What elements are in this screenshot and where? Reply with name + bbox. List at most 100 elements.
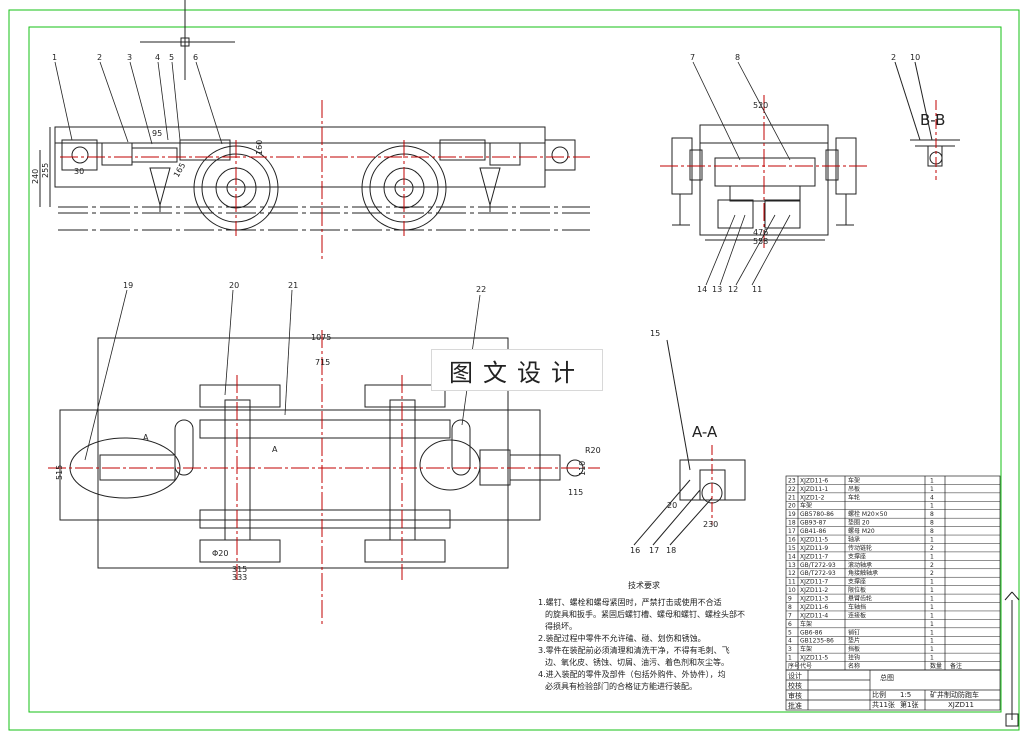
tech-line-1: 1.螺钉、螺栓和螺母紧固时，严禁打击或使用不合适 — [538, 597, 722, 607]
bom-cell: XJZD11-5 — [800, 655, 828, 662]
balloon-7: 7 — [690, 53, 695, 62]
balloon-4: 4 — [155, 53, 160, 62]
bom-cell: GB/T272-93 — [800, 570, 836, 577]
bom-cell: 车轴挡 — [848, 603, 866, 611]
bom-cell: XJZD11-4 — [800, 612, 828, 619]
bom-cell: 1 — [930, 621, 934, 628]
cursor-crosshair — [140, 0, 235, 80]
tech-line-7: 4.进入装配的零件及部件（包括外购件、外协件），均 — [538, 669, 726, 679]
tech-line-3: 得损坏。 — [545, 621, 577, 631]
balloon-11: 11 — [752, 285, 762, 294]
bom-cell: GB41-86 — [800, 528, 826, 535]
bom-cell: 轴承 — [848, 535, 860, 543]
bom-cell: 19 — [788, 511, 796, 518]
dim-160: 160 — [255, 140, 264, 155]
bom-cell: XJZD11-6 — [800, 604, 828, 611]
bom-cell: GB1235-86 — [800, 638, 834, 645]
tb-row-approve: 批准 — [788, 701, 802, 710]
dim-255: 255 — [41, 163, 50, 178]
dim-115: 115 — [568, 488, 583, 497]
bom-cell: 1 — [930, 638, 934, 645]
bom-cell: 悬臂齿轮 — [848, 595, 872, 603]
plan-dimensions: 1075 715 515 R20 110 115 Φ20 315 333 A A — [55, 333, 601, 582]
side-balloons — [692, 61, 791, 286]
bom-cell: 11 — [788, 579, 796, 586]
bom-cell: 20 — [788, 503, 796, 510]
bom-cell: 8 — [930, 511, 934, 518]
bom-cell: XJZD11-6 — [800, 477, 828, 484]
dim-240: 240 — [31, 169, 40, 184]
plan-balloon-labels: 19 20 21 22 — [123, 281, 486, 294]
bom-cell: 2 — [930, 562, 934, 569]
tb-title: 总图 — [880, 673, 894, 682]
plan-view-centerlines — [48, 330, 600, 625]
front-balloons — [54, 61, 223, 145]
tb-row-design: 设计 — [788, 671, 802, 680]
bom-cell: 车架 — [848, 476, 860, 484]
title-block — [785, 669, 1001, 711]
bom-header-cell: 备注 — [950, 662, 962, 670]
section-label-b-b: B-B — [920, 111, 945, 129]
dim-558: 558 — [753, 237, 768, 246]
bom-cell: XJZD1-2 — [800, 494, 825, 501]
balloon-8: 8 — [735, 53, 740, 62]
bom-cell: 1 — [930, 596, 934, 603]
bom-cell: 8 — [930, 528, 934, 535]
bom-cell: 车架 — [800, 502, 812, 510]
balloon-22: 22 — [476, 285, 486, 294]
bom-cell: XJZD11-5 — [800, 536, 828, 543]
bom-cell: 6 — [788, 621, 792, 628]
dim-95: 95 — [152, 129, 162, 138]
balloon-16: 16 — [630, 546, 640, 555]
section-mark-a-bottom: A — [272, 445, 278, 454]
dim-r20: R20 — [585, 446, 601, 455]
dim-520: 520 — [753, 101, 768, 110]
bom-cell: 18 — [788, 520, 796, 527]
bom-cell: 传动链轮 — [848, 544, 872, 552]
front-view — [39, 126, 590, 231]
tb-row-check: 校核 — [788, 681, 802, 690]
dim-715: 715 — [315, 358, 330, 367]
tb-row-review: 审核 — [788, 691, 802, 700]
bom-cell: GB6-86 — [800, 629, 823, 636]
bom-cell: 22 — [788, 486, 796, 493]
dim-110: 110 — [578, 461, 587, 476]
bom-cell: XJZD11-1 — [800, 486, 828, 493]
dim-333: 333 — [232, 573, 247, 582]
bom-header-cell: 数量 — [930, 662, 942, 670]
bom-cell: GB5780-86 — [800, 511, 834, 518]
tech-requirements: 技术要求 1.螺钉、螺栓和螺母紧固时，严禁打击或使用不合适 的旋具和扳手。紧固后… — [538, 580, 745, 691]
bom-cell: 1 — [930, 536, 934, 543]
bom-cell: 1 — [788, 655, 792, 662]
tech-line-5: 3.零件在装配前必须清理和清洗干净，不得有毛刺、飞 — [538, 645, 730, 655]
bom-cell: 支撑座 — [848, 552, 866, 560]
bom-cell: 1 — [930, 553, 934, 560]
bom-cell: 1 — [930, 612, 934, 619]
balloon-14: 14 — [697, 285, 707, 294]
balloon-15: 15 — [650, 329, 660, 338]
watermark-banner: 图文设计 — [431, 349, 603, 391]
bom-cell: 8 — [788, 604, 792, 611]
section-mark-a-top: A — [143, 433, 149, 442]
side-view-centerlines — [660, 95, 868, 250]
balloon-2: 2 — [97, 53, 102, 62]
outer-frame — [8, 9, 1020, 731]
bom-cell: 连接板 — [848, 611, 866, 619]
tech-line-8: 必须具有检验部门的合格证方能进行装配。 — [545, 681, 697, 691]
balloon-2b: 2 — [891, 53, 896, 62]
bom-cell: 9 — [788, 596, 792, 603]
dim-phi20: Φ20 — [212, 549, 228, 558]
tb-scale-label: 比例 — [872, 690, 886, 699]
balloon-10: 10 — [910, 53, 920, 62]
bom-cell: 2 — [930, 570, 934, 577]
bom-cell: 16 — [788, 536, 796, 543]
balloon-20: 20 — [229, 281, 239, 290]
bom-cell: 车架 — [800, 645, 812, 653]
dim-20: 20 — [667, 501, 677, 510]
bom-cell: 10 — [788, 587, 796, 594]
bom-cell: 2 — [930, 545, 934, 552]
bom-cell: 车轮 — [848, 493, 860, 501]
bom-cell: 17 — [788, 528, 796, 535]
bom-cell: 1 — [930, 503, 934, 510]
